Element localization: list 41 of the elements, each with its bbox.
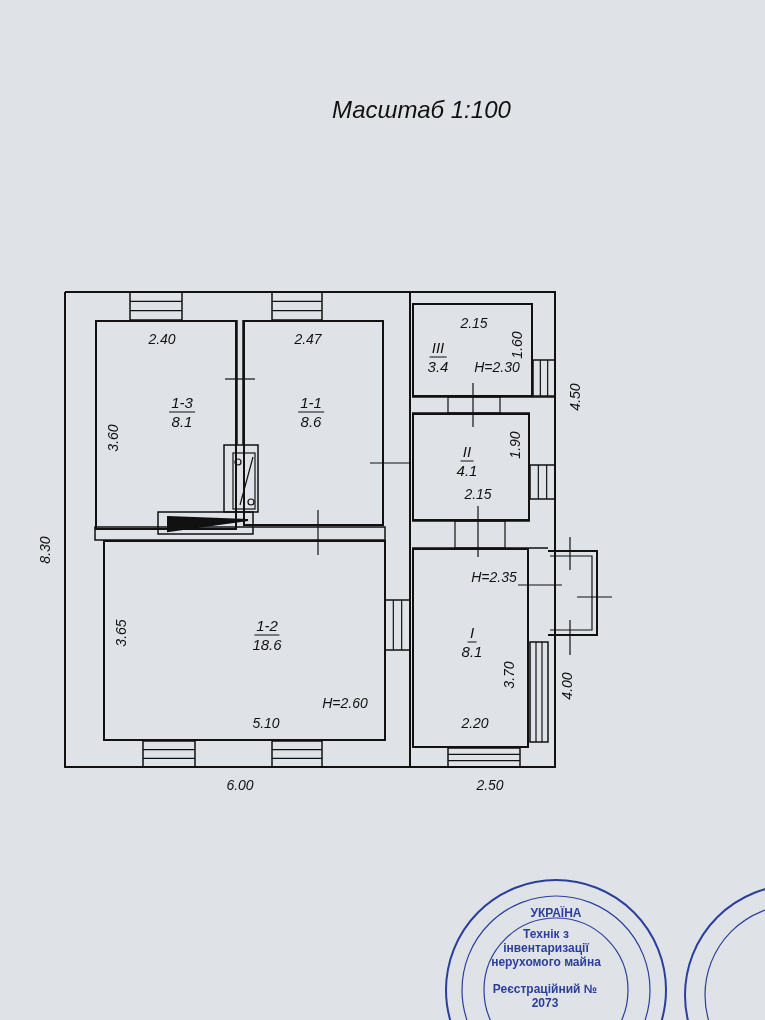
room-number: 1-1	[298, 393, 324, 413]
stamp-text: УКРАЇНА	[529, 906, 583, 920]
room-number: 1-2	[254, 616, 280, 636]
dimension-label: 8.30	[37, 536, 53, 564]
room-area: 3.4	[425, 357, 451, 376]
room-area: 8.1	[459, 642, 485, 661]
room-outline	[103, 540, 386, 741]
room-number: III	[429, 338, 447, 358]
room-outline	[412, 413, 530, 521]
dimension-label: 2.15	[460, 315, 488, 331]
dimension-label: 2.50	[476, 777, 504, 793]
dimension-label: 4.50	[567, 383, 583, 411]
room-area: 8.1	[169, 412, 195, 431]
dimension-label: 3.65	[113, 619, 129, 647]
stamp-text: Реєстраційний № 2073	[491, 982, 599, 1010]
dimension-label: 3.70	[501, 661, 517, 689]
dimension-label: H=2.60	[322, 695, 368, 711]
room-area: 4.1	[454, 461, 480, 480]
room-outline	[95, 320, 237, 530]
dimension-label: H=2.30	[474, 359, 520, 375]
room-area: 8.6	[298, 412, 324, 431]
dimension-label: 2.40	[148, 331, 176, 347]
dimension-label: 5.10	[252, 715, 280, 731]
dimension-label: 6.00	[226, 777, 254, 793]
dimension-label: H=2.35	[471, 569, 517, 585]
stamp-text: Технік з інвентаризації нерухомого майна	[491, 927, 601, 969]
dimension-label: 3.60	[105, 424, 121, 452]
dimension-label: 1.60	[509, 331, 525, 359]
room-number: I	[467, 623, 477, 643]
dimension-label: 2.20	[461, 715, 489, 731]
dimension-label: 2.47	[294, 331, 322, 347]
dimension-label: 2.15	[464, 486, 492, 502]
room-area: 18.6	[250, 635, 284, 654]
room-outline	[243, 320, 384, 526]
dimension-label: 4.00	[559, 672, 575, 700]
room-number: II	[460, 442, 474, 462]
room-outline	[412, 303, 533, 397]
room-outline	[412, 548, 529, 748]
room-number: 1-3	[169, 393, 195, 413]
dimension-label: 1.90	[507, 431, 523, 459]
scale-title: Масштаб 1:100	[332, 95, 511, 125]
